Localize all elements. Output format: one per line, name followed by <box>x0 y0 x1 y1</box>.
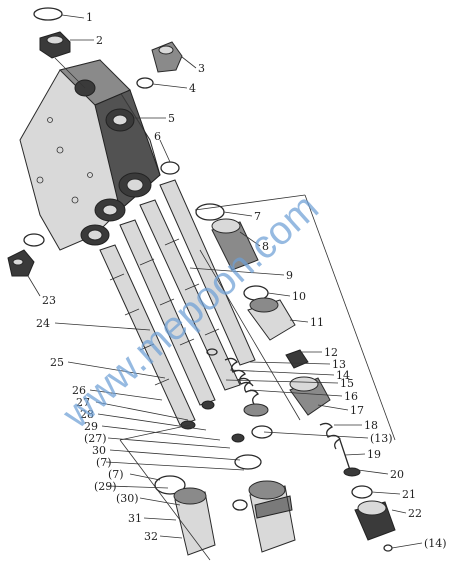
callout-16: 16 <box>344 390 358 403</box>
bottom-end-caps <box>173 480 296 556</box>
callout-29: 29 <box>84 420 98 433</box>
assembly-frame-lines <box>119 194 396 561</box>
callout-17: 17 <box>350 404 364 417</box>
callout-5: 5 <box>168 112 175 125</box>
lower-mid-assembly <box>154 377 273 511</box>
callout-10: 10 <box>292 290 306 303</box>
callout-19: 19 <box>367 448 381 461</box>
callout-13b: (13) <box>370 432 393 445</box>
callout-20: 20 <box>390 468 404 481</box>
callout-4: 4 <box>189 82 196 95</box>
callout-23: 23 <box>42 294 56 307</box>
callout-22: 22 <box>408 507 422 520</box>
callout-27: 27 <box>76 396 90 409</box>
callout-8: 8 <box>262 240 269 253</box>
callout-28: 28 <box>80 408 94 421</box>
top-snap-ring <box>33 7 63 21</box>
callout-25: 25 <box>50 356 64 369</box>
callout-18: 18 <box>364 419 378 432</box>
callout-6: 6 <box>154 130 161 143</box>
right-side-assembly <box>289 376 396 552</box>
callout-30: 30 <box>92 444 106 457</box>
callout-26: 26 <box>72 384 86 397</box>
upper-fitting <box>136 41 183 89</box>
valve-body <box>19 59 161 251</box>
o-ring-6 <box>160 161 180 175</box>
callout-12: 12 <box>324 346 338 359</box>
callout-14b: (14) <box>424 537 447 550</box>
callout-13: 13 <box>332 358 346 371</box>
callout-30b: (30) <box>116 492 139 505</box>
callout-15: 15 <box>340 377 354 390</box>
callout-3: 3 <box>198 62 205 75</box>
callout-11: 11 <box>310 316 324 329</box>
leader-lines <box>27 14 423 549</box>
callout-7b: (7) <box>96 456 112 469</box>
callout-21: 21 <box>402 488 416 501</box>
callout-24: 24 <box>36 317 50 330</box>
callout-labels: 1 2 3 4 5 6 7 8 9 10 11 12 13 14 15 16 1… <box>36 11 447 550</box>
callout-7c: (7) <box>108 468 124 481</box>
callout-1: 1 <box>86 11 93 24</box>
spool-shafts <box>99 179 256 430</box>
callout-32: 32 <box>144 530 158 543</box>
callout-31: 31 <box>128 512 142 525</box>
callout-29b: (29) <box>94 480 117 493</box>
callout-14: 14 <box>336 369 350 382</box>
top-nut <box>39 31 71 59</box>
callout-2: 2 <box>96 34 103 47</box>
callout-27b: (27) <box>84 432 107 445</box>
left-fitting <box>7 233 45 277</box>
callout-9: 9 <box>286 269 293 282</box>
callout-7: 7 <box>254 210 261 223</box>
